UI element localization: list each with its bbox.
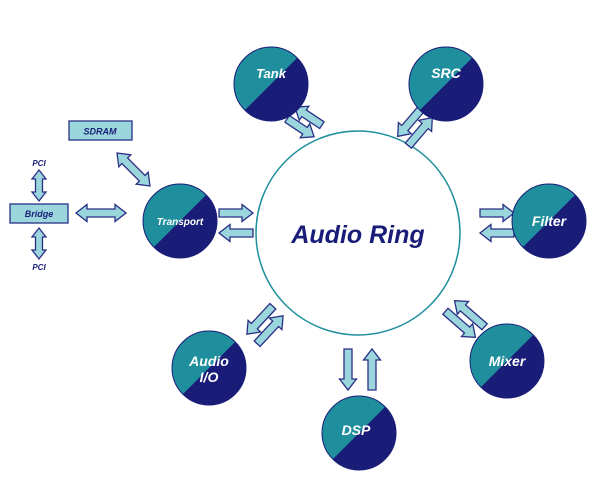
- audio-io-ring-inbound-arrow: [253, 315, 284, 348]
- box-bridge-label: Bridge: [25, 209, 54, 219]
- bridge-transport-arrow: [74, 203, 128, 223]
- node-filter[interactable]: Filter: [509, 181, 589, 261]
- node-dsp[interactable]: DSP: [319, 393, 399, 473]
- box-sdram[interactable]: SDRAM: [68, 120, 133, 141]
- pci-label-bottom: PCI: [32, 263, 46, 272]
- pci-bottom-bridge-arrow: [30, 226, 48, 261]
- audio-ring: Audio Ring: [255, 130, 461, 336]
- node-src[interactable]: SRC: [406, 44, 486, 124]
- box-bridge[interactable]: Bridge: [9, 203, 69, 224]
- filter-ring-inbound-arrow: [478, 223, 515, 243]
- node-mixer[interactable]: Mixer: [467, 321, 547, 401]
- connection-arrows: [30, 104, 516, 392]
- sdram-transport-arrow: [116, 152, 151, 187]
- box-bridge-rect: [9, 203, 69, 224]
- node-dsp-label: DSP: [342, 422, 371, 438]
- dsp-ring-inbound-arrow: [362, 347, 382, 391]
- transport-ring-inbound-arrow: [217, 223, 254, 243]
- node-audio-io[interactable]: Audio I/O: [169, 328, 249, 408]
- src-ring-inbound-arrow: [397, 104, 426, 138]
- audio-ring-circle: [255, 130, 461, 336]
- mixer-ring-inbound-arrow: [453, 300, 489, 331]
- audio-ring-label: Audio Ring: [290, 221, 424, 249]
- tank-ring-outbound-arrow: [294, 105, 325, 130]
- mixer-ring-outbound-arrow: [441, 307, 477, 338]
- dsp-ring-outbound-arrow: [338, 348, 358, 392]
- box-sdram-label: SDRAM: [84, 127, 118, 137]
- node-transport[interactable]: Transport: [140, 181, 220, 261]
- pci-label-top: PCI: [32, 159, 46, 168]
- node-tank[interactable]: Tank: [231, 44, 311, 124]
- node-src-label: SRC: [431, 65, 461, 81]
- node-filter-label: Filter: [532, 213, 568, 229]
- transport-ring-outbound-arrow: [218, 203, 255, 223]
- node-transport-label: Transport: [157, 217, 204, 228]
- node-mixer-label: Mixer: [489, 353, 527, 369]
- node-audio-io-label-line1: Audio: [188, 353, 229, 369]
- box-sdram-rect: [68, 120, 133, 141]
- audio-io-ring-outbound-arrow: [246, 302, 277, 335]
- node-audio-io-label-line2: I/O: [200, 369, 219, 385]
- pci-top-bridge-arrow: [30, 168, 48, 203]
- src-ring-outbound-arrow: [404, 116, 433, 150]
- node-tank-label: Tank: [256, 66, 287, 81]
- tank-ring-inbound-arrow: [284, 114, 315, 139]
- filter-ring-outbound-arrow: [479, 203, 516, 223]
